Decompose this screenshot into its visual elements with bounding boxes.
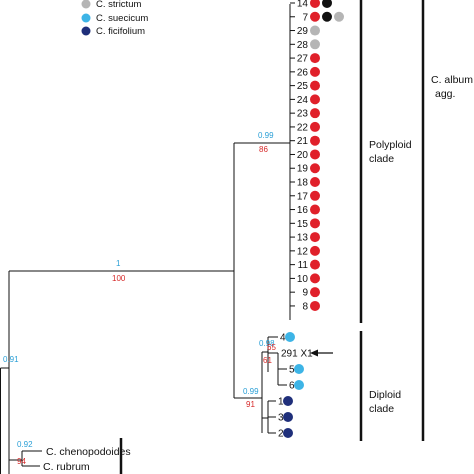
support-chenopodoides-red: 94	[17, 457, 26, 466]
tip-dot-red	[310, 177, 320, 188]
support-diploid-red: 91	[246, 400, 255, 409]
tip-label-291-x1: 291 X1	[281, 349, 313, 360]
tip-dot-grey	[334, 11, 344, 22]
clade-bars	[119, 0, 425, 474]
tip-label-9: 9	[302, 288, 308, 299]
tip-dot-red	[310, 135, 320, 146]
legend-label-ficifolium: C. ficifolium	[96, 26, 145, 37]
tip-dot-navy	[283, 412, 293, 422]
diploid-clade-label-1: Diploid	[369, 389, 401, 401]
tip-dot-red	[310, 149, 320, 160]
legend-dot-ficifolium	[81, 26, 91, 36]
tip-dot-red	[310, 53, 320, 64]
tip-dot-red	[310, 287, 320, 298]
tip-dot-cyan	[285, 332, 295, 342]
tip-label-12: 12	[297, 246, 309, 257]
tip-dot-grey	[310, 39, 320, 50]
support-album-red: 100	[112, 274, 126, 283]
legend: C. strictum C. suecicum C. ficifolium	[81, 0, 148, 37]
tip-label-22: 22	[297, 122, 309, 133]
polyploid-clade-label-1: Polyploid	[369, 139, 412, 151]
polyploid-clade-label-2: clade	[369, 153, 394, 165]
tip-dot-red	[310, 204, 320, 215]
tip-dot-red	[310, 66, 320, 77]
tip-dot-black	[322, 0, 332, 8]
tip-label-5: 5	[289, 365, 295, 376]
album-agg-label-1: C. album	[431, 74, 473, 86]
tip-dot-red	[310, 218, 320, 229]
tip-label-14: 14	[297, 0, 309, 10]
legend-label-strictum: C. strictum	[96, 0, 141, 10]
tip-dot-red	[310, 0, 320, 8]
support-chenopodoides-blue: 0.92	[17, 440, 33, 449]
support-polyploid-red: 86	[259, 145, 268, 154]
support-values: 0.91 1 100 0.99 86 0.99 91 0.98 65 61 0.…	[3, 131, 276, 466]
tip-label-24: 24	[297, 95, 309, 106]
tip-label-26: 26	[297, 67, 309, 78]
tip-label-13: 13	[297, 233, 309, 244]
tip-label-15: 15	[297, 219, 309, 230]
tip-dot-cyan	[294, 380, 304, 390]
tip-dot-navy	[283, 396, 293, 406]
legend-label-suecicum: C. suecicum	[96, 13, 148, 24]
tip-dot-red	[310, 108, 320, 119]
tip-dot-red	[310, 121, 320, 132]
outgroup-label-rubrum: C. rubrum	[43, 461, 90, 473]
support-diploid-blue: 0.99	[243, 387, 259, 396]
tip-dot-red	[310, 259, 320, 270]
tip-label-10: 10	[297, 274, 309, 285]
support-sub-blue: 0.98	[259, 339, 275, 348]
tip-label-11: 11	[298, 260, 309, 271]
tip-label-21: 21	[297, 136, 309, 147]
tip-label-6: 6	[289, 381, 295, 392]
tip-label-4: 4	[280, 333, 286, 344]
tip-dot-red	[310, 245, 320, 256]
tip-dot-navy	[283, 428, 293, 438]
tip-label-28: 28	[297, 40, 309, 51]
tip-label-1: 1	[278, 397, 284, 408]
tip-label-29: 29	[297, 26, 309, 37]
tip-dot-red	[310, 94, 320, 105]
legend-dot-strictum	[81, 0, 91, 9]
tip-label-16: 16	[297, 205, 309, 216]
tip-label-23: 23	[297, 109, 309, 120]
diploid-clade-label-2: clade	[369, 403, 394, 415]
tip-dot-red	[310, 273, 320, 284]
tree-branches	[0, 4, 291, 474]
tip-label-8: 8	[302, 301, 308, 312]
tip-label-7: 7	[302, 12, 308, 23]
tips: 1472928272625242322212019181716151312111…	[278, 0, 344, 440]
tip-dot-red	[310, 300, 320, 311]
tip-label-18: 18	[297, 178, 309, 189]
tip-dot-black	[322, 11, 332, 22]
support-polyploid-blue: 0.99	[258, 131, 274, 140]
legend-dot-suecicum	[81, 13, 91, 23]
tip-label-25: 25	[297, 81, 309, 92]
outgroup-label-chenopodoides: C. chenopodoides	[46, 446, 131, 458]
support-x1-red: 61	[263, 356, 272, 365]
tip-dot-red	[310, 11, 320, 22]
arrow-icon	[310, 349, 333, 357]
tip-label-3: 3	[278, 413, 284, 424]
tip-dot-red	[310, 163, 320, 174]
tip-label-20: 20	[297, 150, 309, 161]
support-root-blue: 0.91	[3, 355, 19, 364]
album-agg-label-2: agg.	[435, 88, 455, 100]
tip-dot-red	[310, 80, 320, 91]
tip-label-2: 2	[278, 429, 284, 440]
tip-label-27: 27	[297, 54, 309, 65]
tip-label-17: 17	[297, 191, 309, 202]
tip-stubs	[290, 2, 295, 307]
tip-label-19: 19	[297, 164, 309, 175]
tip-dot-cyan	[294, 364, 304, 374]
tip-dot-red	[310, 232, 320, 243]
tip-dot-grey	[310, 25, 320, 36]
support-album-blue: 1	[116, 259, 121, 268]
tip-dot-red	[310, 190, 320, 201]
support-sub-red: 65	[267, 343, 276, 352]
